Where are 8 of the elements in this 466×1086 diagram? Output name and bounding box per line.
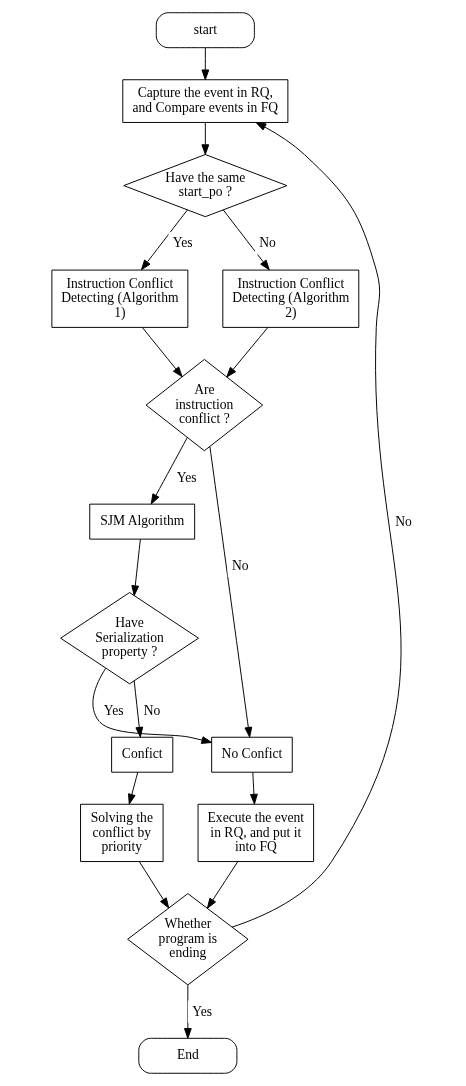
edge-label: No xyxy=(231,557,249,573)
edge-label: Yes xyxy=(103,702,124,718)
edge-label: Yes xyxy=(191,1003,212,1019)
edge-label: No xyxy=(394,513,412,529)
edge-label: No xyxy=(143,702,160,718)
edge-label: Yes xyxy=(172,235,193,251)
edge-label: No xyxy=(258,235,276,251)
edge-label: Yes xyxy=(176,469,196,485)
